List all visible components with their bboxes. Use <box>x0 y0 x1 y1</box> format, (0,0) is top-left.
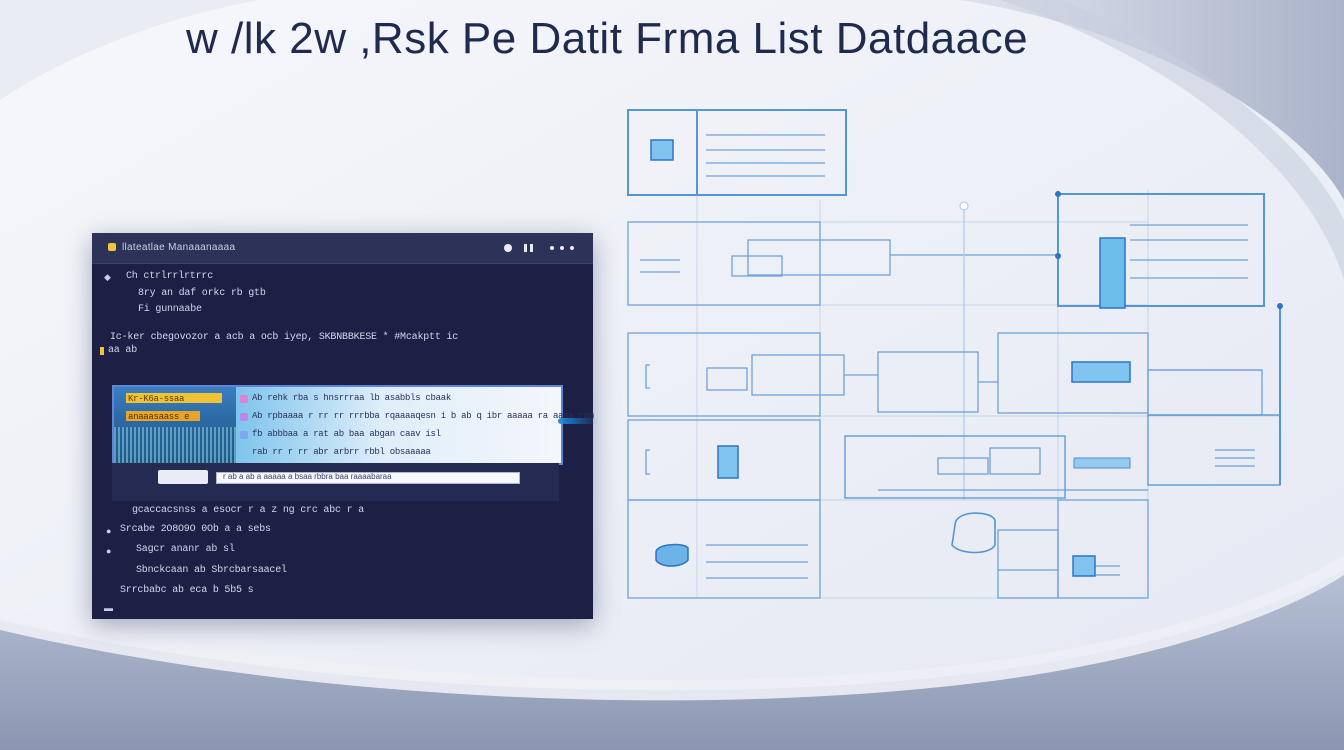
field-highlight <box>1073 457 1131 469</box>
node-dot <box>1055 253 1061 259</box>
bullet-icon: ◆ <box>104 272 111 282</box>
bullet-icon: ● <box>106 546 112 556</box>
key-icon <box>717 445 739 479</box>
yellow-label-bar <box>126 411 200 421</box>
node-dot <box>1277 303 1283 309</box>
panel-label: anaaasaass e <box>128 412 190 422</box>
cursor-marker <box>100 347 104 355</box>
panel-text-area: Ab rehk rba s hnsrrraa lb asabbls cbaak … <box>236 387 594 463</box>
app-icon <box>108 243 116 251</box>
field-highlight <box>1071 361 1131 383</box>
panel-label: Kr-K6a-ssaa <box>128 394 185 404</box>
command-line: Ic-ker cbegovozor a acb a ocb iyep, SKBN… <box>110 332 459 343</box>
tag-icon <box>240 413 248 421</box>
node-dot <box>1055 191 1061 197</box>
panel-line: Ab rpbaaaa r rr rr rrrbba rqaaaaqesn i b… <box>252 411 594 421</box>
window-title: llateatlae Manaaanaaaa <box>122 242 236 253</box>
command-input-text: r ab a ab a aaaaa a bsaa rbbra baa raaaa… <box>223 472 392 481</box>
node-dot <box>959 201 969 211</box>
image-texture <box>114 427 236 463</box>
database-icon <box>655 543 689 567</box>
panel-line: rab rr r rr abr arbrr rbbl obsaaaaa <box>252 447 431 457</box>
output-line: Srrcbabc ab eca b 5b5 s <box>120 585 254 596</box>
command-input[interactable]: r ab a ab a aaaaa a bsaa rbbra baa raaaa… <box>216 472 520 484</box>
record-icon[interactable] <box>504 244 512 252</box>
column-highlight <box>1099 237 1126 309</box>
tag-icon <box>240 395 248 403</box>
highlighted-result-panel[interactable]: Kr-K6a-ssaa anaaasaass e Ab rehk rba s h… <box>112 385 594 465</box>
output-line: Ch ctrlrrlrtrrc <box>126 271 214 282</box>
panel-line: Ab rehk rba s hnsrrraa lb asabbls cbaak <box>252 393 451 403</box>
output-line: gcaccacsnss a esocr r a z ng crc abc r a <box>132 505 365 516</box>
output-line: Sagcr ananr ab sl <box>136 544 235 555</box>
panel-line: fb abbbaa a rat ab baa abgan caav isl <box>252 429 441 439</box>
action-button[interactable] <box>158 470 208 484</box>
menu-dot-icon[interactable] <box>560 246 564 250</box>
output-line: Sbnckcaan ab Sbrcbarsaacel <box>136 565 287 576</box>
page-title: w /lk 2w ,Rsk Pe Datit Frma List Datdaac… <box>186 14 1029 63</box>
bullet-icon: ● <box>106 526 112 536</box>
tag-icon <box>240 431 248 439</box>
menu-dot-icon[interactable] <box>570 246 574 250</box>
key-icon <box>1072 555 1096 577</box>
output-line: Fi gunnaabe <box>138 304 202 315</box>
bullet-icon: ▬ <box>104 603 113 613</box>
connector-glow <box>558 418 598 424</box>
pause-icon-left[interactable] <box>524 244 527 252</box>
database-diagram <box>627 109 1283 599</box>
yellow-label-bar <box>126 393 222 403</box>
output-line: 8ry an daf orkc rb gtb <box>138 288 266 299</box>
output-line: aa ab <box>108 345 138 356</box>
panel-thumbnail: Kr-K6a-ssaa anaaasaass e <box>114 387 236 463</box>
key-icon <box>650 139 674 161</box>
window-titlebar: llateatlae Manaaanaaaa <box>92 233 593 264</box>
menu-dot-icon[interactable] <box>550 246 554 250</box>
output-line: Srcabe 2O8O9O 0Ob a a sebs <box>120 524 271 535</box>
pause-icon-right[interactable] <box>530 244 533 252</box>
